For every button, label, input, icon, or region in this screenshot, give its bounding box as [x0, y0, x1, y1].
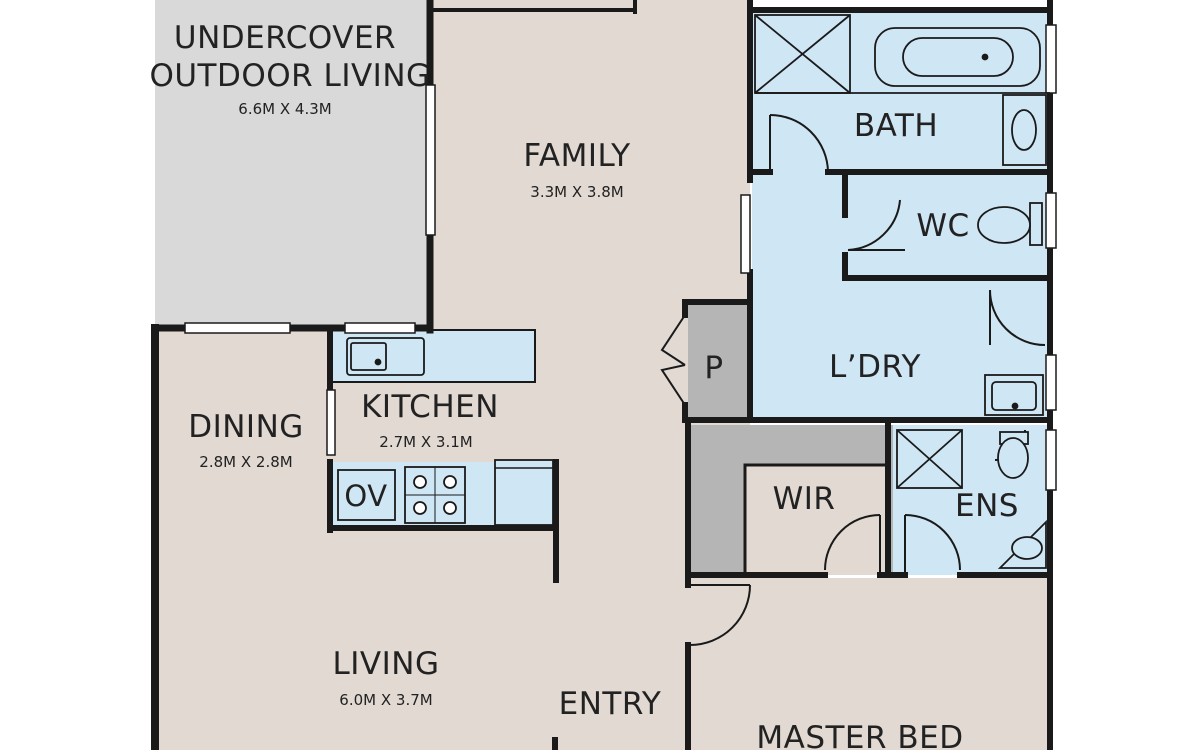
master-bed-label: MASTER BED [756, 720, 964, 756]
ensuite-label: ENS [955, 488, 1019, 524]
master-bed-floor [690, 578, 1050, 750]
walls [151, 0, 1053, 750]
dining-label: DINING [188, 409, 304, 445]
wir-label: WIR [772, 481, 836, 517]
fixtures [337, 14, 1050, 569]
pantry-label: P [704, 350, 724, 386]
oven [337, 469, 396, 521]
fridge [494, 459, 554, 526]
family-dimensions: 3.3M X 3.8M [530, 183, 624, 201]
undercover-label-line1: UNDERCOVER [173, 20, 397, 56]
pantry-area [688, 305, 748, 420]
dining-dimensions: 2.8M X 2.8M [199, 453, 293, 471]
dining-living-floor [155, 328, 750, 750]
kitchen-label: KITCHEN [361, 389, 499, 425]
bath-label: BATH [853, 108, 939, 144]
ensuite-toilet [997, 437, 1029, 479]
undercover-label-line2: OUTDOOR LIVING [149, 58, 431, 94]
living-label: LIVING [332, 646, 440, 682]
family-label: FAMILY [523, 138, 631, 174]
wir-floor [745, 465, 885, 575]
living-dimensions: 6.0M X 3.7M [339, 691, 433, 709]
outdoor-living-area [155, 0, 430, 328]
wc-bowl [977, 206, 1031, 244]
wc-cistern [1029, 202, 1043, 246]
entry-label: ENTRY [558, 686, 662, 722]
undercover-dimensions: 6.6M X 4.3M [238, 100, 332, 118]
wc-label: WC [916, 208, 970, 244]
windows [184, 24, 1057, 491]
laundry-label: L’DRY [829, 349, 921, 385]
door-swings [660, 114, 1046, 646]
kitchen-dimensions: 2.7M X 3.1M [379, 433, 473, 451]
oven-label: OV [344, 479, 388, 513]
